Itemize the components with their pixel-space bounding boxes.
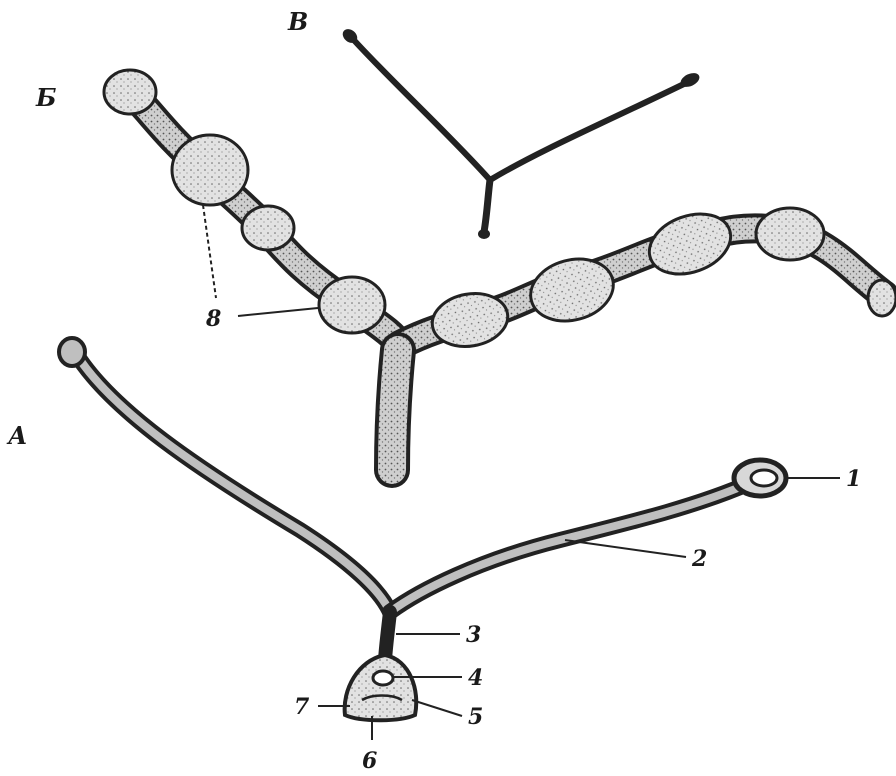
panel-label-b: Б [35, 83, 57, 112]
callout-2: 2 [691, 546, 707, 572]
panel-a-left-horn [75, 352, 390, 612]
panel-label-a: А [6, 421, 28, 450]
callout-1: 1 [846, 466, 861, 492]
callout-4: 4 [468, 665, 483, 691]
panel-a-left-horn-tip [59, 338, 85, 366]
leader-8b [203, 205, 216, 298]
panel-b-drawing [104, 70, 896, 470]
panel-v-cervix-tip [478, 229, 490, 239]
panel-v-left-horn [352, 38, 490, 180]
panel-a-drawing [59, 338, 786, 720]
panel-b-bead [242, 206, 294, 250]
callout-5: 5 [468, 704, 483, 730]
panel-a-ovary-lumen [751, 470, 777, 486]
leader-8a [238, 308, 318, 316]
panel-v-right-horn [490, 82, 688, 180]
panel-b-bead [319, 277, 385, 333]
callout-6: 6 [362, 748, 377, 774]
leader-5 [412, 700, 462, 716]
callout-3: 3 [466, 622, 481, 648]
panel-b-bead [756, 208, 824, 260]
panel-a-cervix [345, 655, 417, 720]
callout-8: 8 [205, 306, 221, 332]
panel-v-body [484, 180, 490, 232]
panel-b-bead [104, 70, 156, 114]
panel-b-bead [868, 280, 896, 316]
panel-a-cervix-canal [373, 671, 393, 685]
callout-7: 7 [294, 694, 310, 720]
panel-a-uterine-body [385, 612, 390, 660]
panel-b-bead [172, 135, 248, 205]
panel-v-drawing [340, 26, 702, 239]
panel-b-body-fill [392, 350, 398, 470]
panel-label-v: В [287, 7, 308, 36]
panel-b-bead [641, 203, 739, 284]
leader-2 [565, 540, 686, 557]
